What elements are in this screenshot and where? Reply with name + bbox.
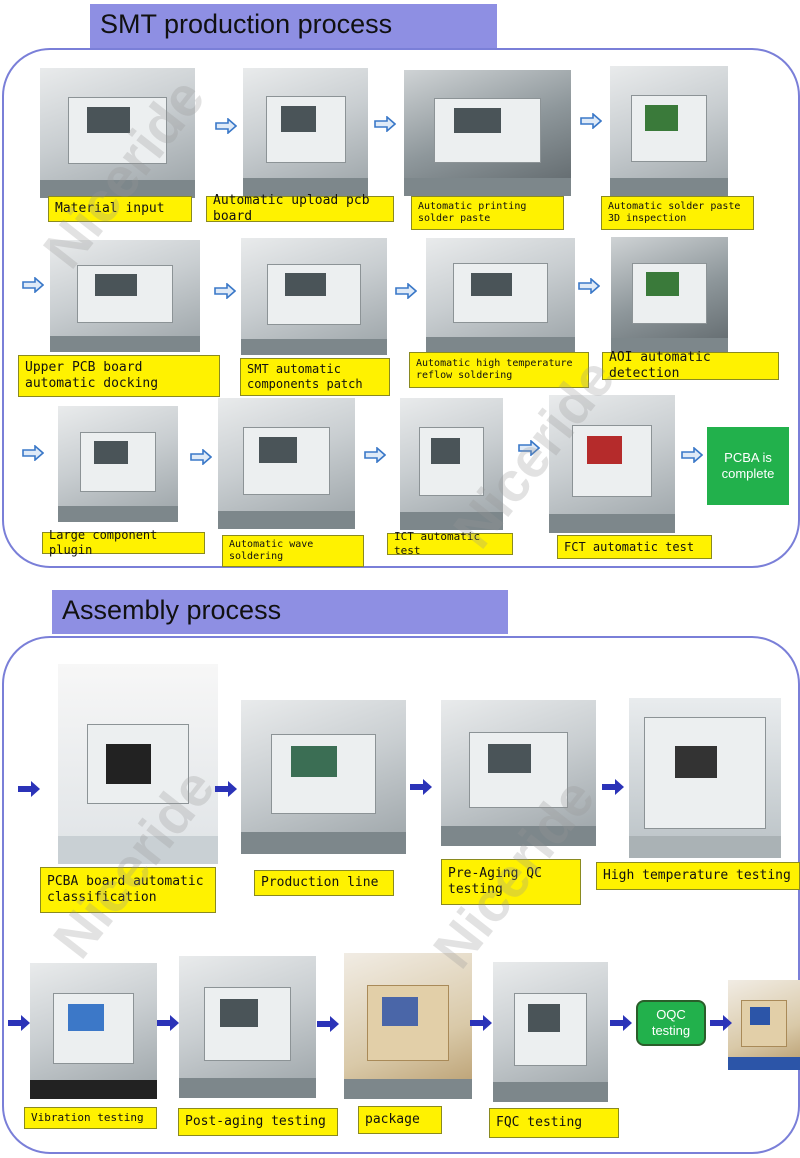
arrow-right-icon	[157, 1015, 179, 1031]
photo-aoi-detection	[611, 237, 728, 355]
step-label-fqc-testing: FQC testing	[489, 1108, 619, 1138]
step-label-vibration-testing: Vibration testing	[24, 1107, 157, 1129]
step-label-wave-soldering: Automatic wave soldering	[222, 535, 364, 567]
step-label-package: package	[358, 1106, 442, 1134]
arrow-right-icon	[374, 116, 396, 132]
step-label-reflow-soldering: Automatic high temperature reflow solder…	[409, 352, 589, 388]
arrow-right-icon	[190, 449, 212, 465]
arrow-right-icon	[410, 779, 432, 795]
photo-fct-test	[549, 395, 675, 533]
step-label-pcba-classification: PCBA board automatic classification	[40, 867, 216, 913]
step-label-ict-test: ICT automatic test	[387, 530, 513, 557]
step-label-components-patch: SMT automatic components patch	[240, 358, 390, 396]
arrow-right-icon	[610, 1015, 632, 1031]
step-label-material-input: Material input	[48, 196, 192, 222]
step-label-large-component-plugin: Large component plugin	[42, 528, 205, 557]
assembly-section-frame	[2, 636, 800, 1154]
photo-package	[344, 953, 472, 1099]
photo-components-patch	[241, 238, 387, 355]
arrow-right-icon	[710, 1015, 732, 1031]
arrow-right-icon	[214, 283, 236, 299]
photo-wave-soldering	[218, 398, 355, 529]
oqc-testing-box: OQC testing	[636, 1000, 706, 1046]
arrow-right-icon	[22, 445, 44, 461]
arrow-right-icon	[470, 1015, 492, 1031]
pcba-complete-box: PCBA is complete	[707, 427, 789, 505]
arrow-right-icon	[518, 440, 540, 456]
step-label-pcb-docking: Upper PCB board automatic docking	[18, 355, 220, 397]
photo-large-component-plugin	[58, 406, 178, 522]
step-label-upload-pcb: Automatic upload pcb board	[206, 193, 394, 224]
photo-solder-paste-3d	[610, 66, 728, 196]
smt-section-frame	[2, 48, 800, 568]
photo-pcba-classification	[58, 664, 218, 864]
step-label-post-aging: Post-aging testing	[178, 1108, 338, 1136]
photo-production-line	[241, 700, 406, 854]
arrow-right-icon	[18, 781, 40, 797]
assembly-section-header: Assembly process	[52, 590, 508, 634]
step-label-production-line: Production line	[254, 870, 394, 896]
photo-vibration-testing	[30, 963, 157, 1099]
step-label-printing-solder-paste: Automatic printing solder paste	[411, 196, 564, 230]
arrow-right-icon	[580, 113, 602, 129]
step-label-aoi-detection: AOI automatic detection	[602, 350, 779, 381]
photo-pre-aging-qc	[441, 700, 596, 846]
arrow-right-icon	[602, 779, 624, 795]
step-label-pre-aging-qc: Pre-Aging QC testing	[441, 859, 581, 905]
photo-fqc-testing	[493, 962, 608, 1102]
photo-ict-test	[400, 398, 503, 530]
arrow-right-icon	[8, 1015, 30, 1031]
photo-upload-pcb	[243, 68, 368, 196]
smt-section-header: SMT production process	[90, 4, 497, 48]
photo-post-aging	[179, 956, 316, 1098]
step-label-fct-test: FCT automatic test	[557, 535, 712, 559]
arrow-right-icon	[317, 1016, 339, 1032]
arrow-right-icon	[578, 278, 600, 294]
photo-reflow-soldering	[426, 238, 575, 353]
arrow-right-icon	[395, 283, 417, 299]
arrow-right-icon	[22, 277, 44, 293]
photo-material-input	[40, 68, 195, 198]
photo-high-temperature	[629, 698, 781, 858]
arrow-right-icon	[215, 118, 237, 134]
photo-pcb-docking	[50, 240, 200, 352]
step-label-solder-paste-3d: Automatic solder paste 3D inspection	[601, 196, 754, 230]
arrow-right-icon	[681, 447, 703, 463]
photo-finished-cartons	[728, 980, 800, 1070]
step-label-high-temperature: High temperature testing	[596, 862, 800, 890]
photo-printing-solder-paste	[404, 70, 571, 196]
arrow-right-icon	[215, 781, 237, 797]
arrow-right-icon	[364, 447, 386, 463]
